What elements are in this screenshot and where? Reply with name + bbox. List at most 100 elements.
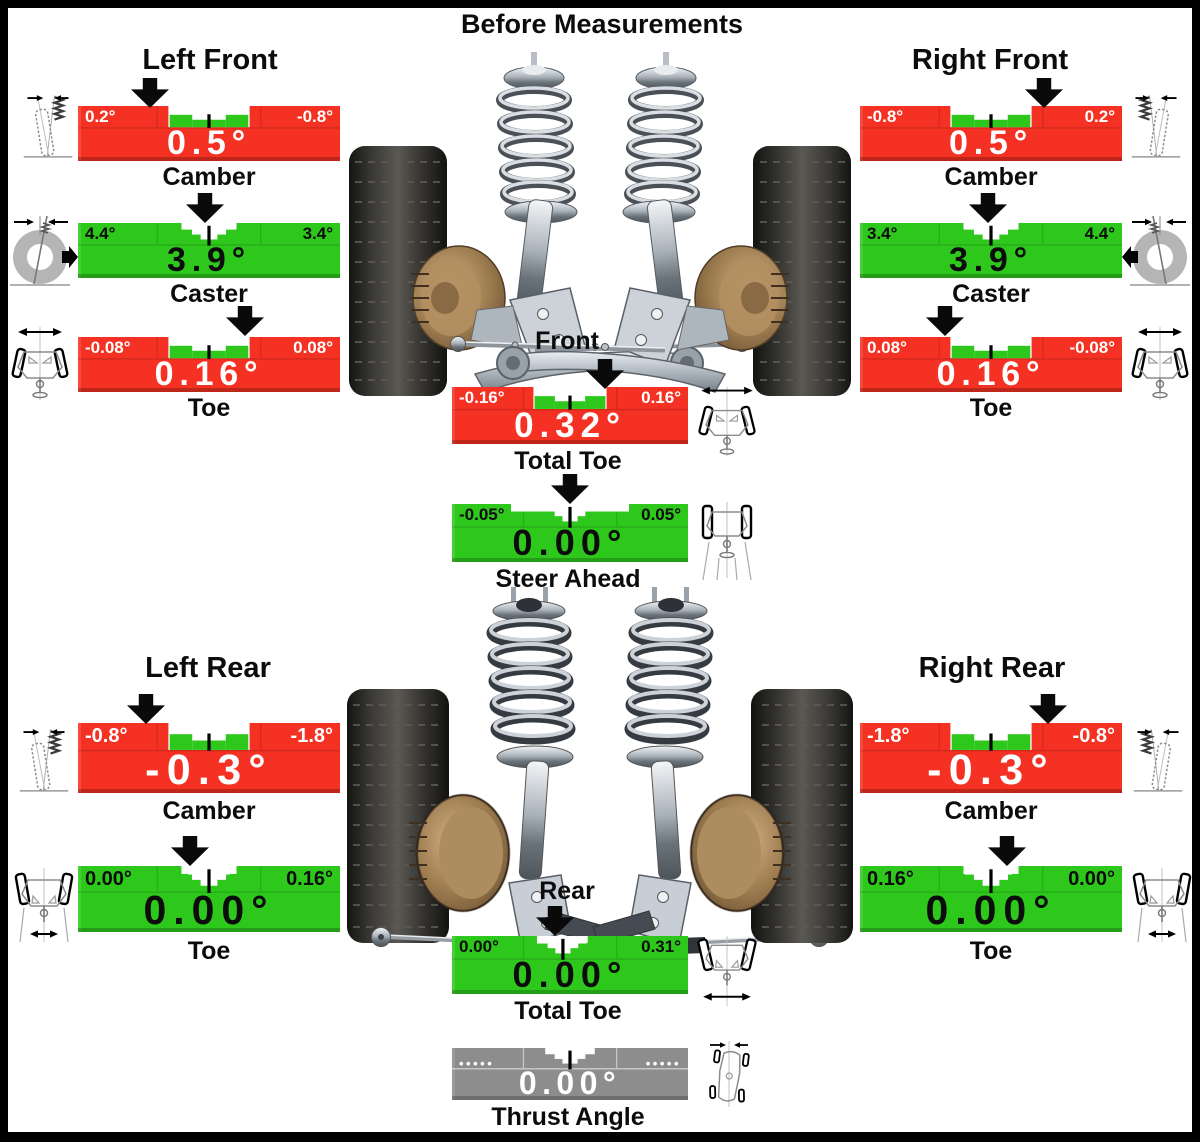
gauge-range-right: •••••: [645, 1056, 681, 1071]
gauge-notch-graphic: [78, 106, 340, 129]
rear-suspension-illustration: [347, 585, 855, 965]
down-arrow: [226, 306, 264, 336]
gauge-notch-graphic: [860, 723, 1122, 752]
gauge-range-right: 0.31°: [641, 937, 681, 956]
gauge-range-left: 4.4°: [85, 224, 116, 243]
gauge-value: 3.9°: [949, 241, 1033, 279]
section-title-right-rear: Right Rear: [918, 652, 1066, 684]
down-arrow: [1025, 78, 1063, 108]
gauge-left-rear-camber: -0.8° -1.8° -0.3°: [78, 723, 340, 793]
toe-diagram-icon: [12, 864, 76, 948]
gauge-range-left: 0.00°: [85, 868, 132, 890]
down-arrow: [551, 474, 589, 504]
gauge-caption: Total Toe: [514, 997, 622, 1025]
gauge-value: 0.00°: [925, 887, 1057, 933]
section-title-right-front: Right Front: [911, 44, 1069, 76]
gauge-range-right: -0.08°: [1069, 338, 1115, 357]
gauge-range-right: -0.8°: [1072, 725, 1115, 747]
gauge-caption: Camber: [162, 797, 256, 825]
steer-ahead-diagram-icon: [694, 498, 760, 582]
gauge-rear-total-toe: 0.00° 0.31° 0.00°: [452, 936, 688, 994]
gauge-value: -0.3°: [927, 746, 1055, 794]
gauge-caption: Steer Ahead: [495, 565, 641, 593]
gauge-value: 0.00°: [512, 522, 628, 563]
gauge-range-right: 0.2°: [1084, 107, 1115, 126]
gauge-notch-graphic: [860, 223, 1122, 246]
camber-diagram-icon: [16, 722, 72, 800]
gauge-thrust-angle: ••••• ••••• 0.00°: [452, 1048, 688, 1100]
gauge-value: 0.5°: [949, 124, 1033, 162]
camber-diagram-icon: [20, 88, 76, 166]
gauge-range-right: 4.4°: [1084, 224, 1115, 243]
toe-diagram-icon: [8, 322, 72, 406]
thrust-angle-diagram-icon: [700, 1038, 758, 1110]
gauge-value: -0.3°: [145, 746, 273, 794]
camber-diagram-icon: [1128, 88, 1184, 166]
gauge-range-right: 3.4°: [302, 224, 333, 243]
gauge-range-right: -0.8°: [296, 107, 333, 126]
gauge-range-right: -1.8°: [290, 725, 333, 747]
gauge-range-left: 0.2°: [85, 107, 116, 126]
down-arrow: [988, 836, 1026, 866]
gauge-range-left: 0.16°: [867, 868, 914, 890]
gauge-caption: Camber: [944, 163, 1038, 191]
section-title-left-front: Left Front: [142, 44, 278, 76]
frame-border-top: [0, 0, 1200, 8]
gauge-right-front-toe: 0.08° -0.08° 0.16°: [860, 337, 1122, 392]
gauge-caption: Toe: [187, 937, 231, 965]
down-arrow: [926, 306, 964, 336]
gauge-left-front-caster: 4.4° 3.4° 3.9°: [78, 223, 340, 278]
gauge-range-left: -0.16°: [459, 388, 505, 407]
gauge-notch-graphic: [452, 1048, 688, 1070]
gauge-caption: Toe: [969, 394, 1013, 422]
gauge-notch-graphic: [452, 504, 688, 528]
gauge-right-rear-camber: -1.8° -0.8° -0.3°: [860, 723, 1122, 793]
gauge-value: 3.9°: [167, 241, 251, 279]
gauge-right-front-caster: 3.4° 4.4° 3.9°: [860, 223, 1122, 278]
gauge-caption: Total Toe: [514, 447, 622, 475]
gauge-range-left: -0.08°: [85, 338, 131, 357]
gauge-right-rear-toe: 0.16° 0.00° 0.00°: [860, 866, 1122, 932]
gauge-range-left: 3.4°: [867, 224, 898, 243]
frame-border-right: [1192, 0, 1200, 1142]
toe-diagram-icon: [1130, 864, 1194, 948]
gauge-value: 0.00°: [143, 887, 275, 933]
section-title-left-rear: Left Rear: [145, 652, 271, 684]
gauge-caption: Toe: [187, 394, 231, 422]
gauge-range-left: -1.8°: [867, 725, 910, 747]
section-title-front-axle: Front: [535, 327, 599, 355]
gauge-caption: Thrust Angle: [491, 1103, 645, 1131]
gauge-steer-ahead: -0.05° 0.05° 0.00°: [452, 504, 688, 562]
gauge-right-front-camber: -0.8° 0.2° 0.5°: [860, 106, 1122, 161]
camber-diagram-icon: [1130, 722, 1186, 800]
front-suspension-illustration: [349, 48, 855, 438]
gauge-caption: Camber: [162, 163, 256, 191]
gauge-range-left: •••••: [459, 1056, 495, 1071]
gauge-range-right: 0.16°: [286, 868, 333, 890]
gauge-range-right: 0.08°: [293, 338, 333, 357]
gauge-left-rear-toe: 0.00° 0.16° 0.00°: [78, 866, 340, 932]
gauge-value: 0.16°: [936, 355, 1046, 393]
gauge-range-left: -0.05°: [459, 505, 505, 524]
total-toe-diagram-icon: [694, 382, 760, 462]
gauge-value: 0.16°: [154, 355, 264, 393]
gauge-caption: Caster: [170, 280, 248, 308]
gauge-notch-graphic: [452, 387, 688, 411]
gauge-caption: Toe: [969, 937, 1013, 965]
gauge-range-left: -0.8°: [85, 725, 128, 747]
gauge-left-front-toe: -0.08° 0.08° 0.16°: [78, 337, 340, 392]
gauge-range-left: -0.8°: [867, 107, 904, 126]
gauge-caption: Caster: [952, 280, 1030, 308]
gauge-value: 0.5°: [167, 124, 251, 162]
gauge-range-right: 0.16°: [641, 388, 681, 407]
gauge-range-left: 0.08°: [867, 338, 907, 357]
gauge-value: 0.00°: [518, 1065, 622, 1101]
section-title-rear-axle: Rear: [539, 877, 595, 905]
down-arrow: [127, 694, 165, 724]
down-arrow: [1029, 694, 1067, 724]
gauge-left-front-camber: 0.2° -0.8° 0.5°: [78, 106, 340, 161]
caster-diagram-icon: [1122, 210, 1196, 292]
gauge-notch-graphic: [452, 936, 688, 960]
frame-border-left: [0, 0, 8, 1142]
